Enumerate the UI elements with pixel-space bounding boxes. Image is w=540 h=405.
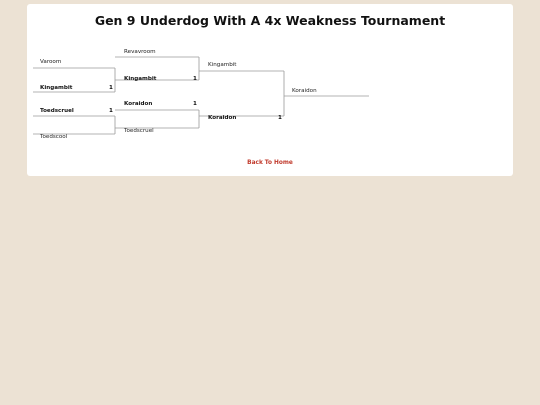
r2-m2-top-name: Koraidon bbox=[124, 101, 153, 107]
r1-m2-top-name: Toedscruel bbox=[40, 108, 74, 114]
r3-m1-bottom-name: Koraidon bbox=[208, 115, 237, 121]
r1-m1-bottom-name: Kingambit bbox=[40, 85, 73, 91]
r1-m1-top-name: Varoom bbox=[40, 59, 62, 65]
back-to-home-link[interactable]: Back To Home bbox=[247, 160, 293, 166]
r1-m2-bottom-name: Toedscool bbox=[40, 134, 68, 140]
r3-m1-top-name: Kingambit bbox=[208, 62, 237, 68]
bracket-lines bbox=[33, 56, 369, 135]
champion-name: Koraidon bbox=[292, 88, 317, 94]
r2-m1-bottom-name: Kingambit bbox=[124, 76, 157, 82]
page-title: Gen 9 Underdog With A 4x Weakness Tourna… bbox=[94, 13, 446, 28]
r2-m2-top-score: 1 bbox=[193, 101, 197, 107]
tournament-panel: Gen 9 Underdog With A 4x Weakness Tourna… bbox=[27, 4, 513, 176]
r2-m2-bottom-name: Toedscruel bbox=[124, 128, 154, 134]
r2-m1-top-name: Revavroom bbox=[124, 49, 156, 55]
r2-m1-bottom-score: 1 bbox=[193, 76, 197, 82]
r1-m1-bottom-score: 1 bbox=[109, 85, 113, 91]
r3-m1-bottom-score: 1 bbox=[278, 115, 282, 121]
r1-m2-top-score: 1 bbox=[109, 108, 113, 114]
